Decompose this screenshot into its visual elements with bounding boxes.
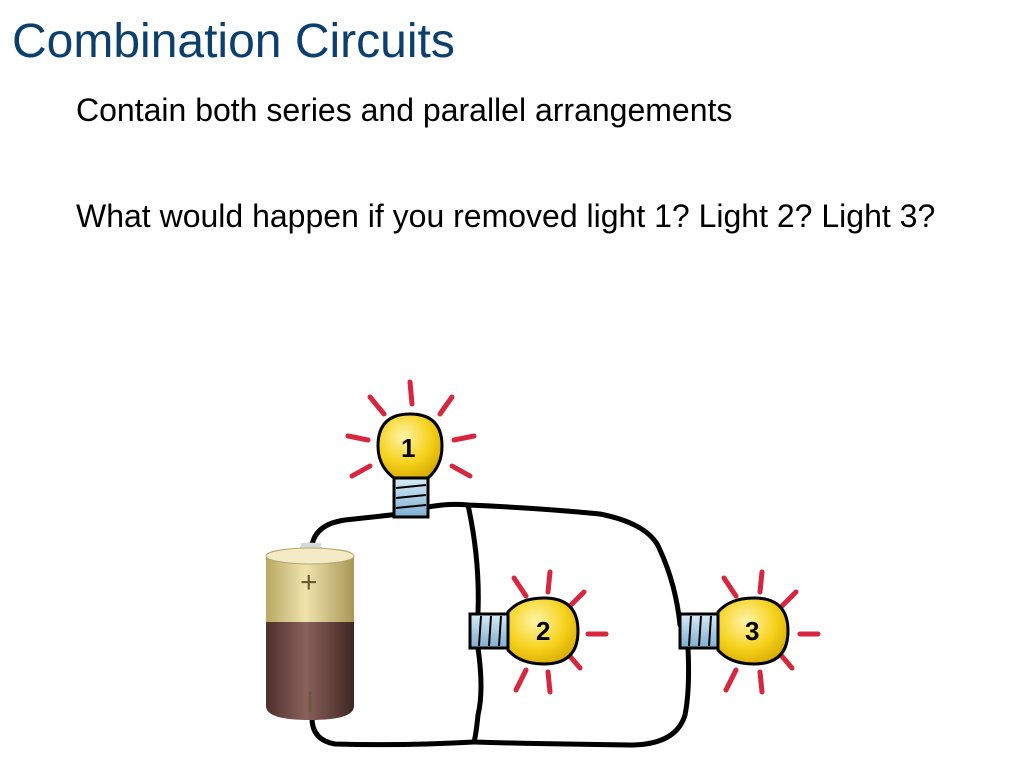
bulb-2-label: 2 [536,616,550,646]
wire-top [425,501,683,628]
circuit-wires [309,501,692,748]
wire-right-down [471,645,692,748]
wire-middle-down [471,645,484,745]
light-bulb-3: 3 [678,569,821,695]
wire-middle-branch [465,502,481,615]
slide-title: Combination Circuits [12,15,455,68]
bulb-3-label: 3 [745,616,759,646]
battery-negative-label: I [306,686,314,719]
battery: + I [265,542,355,720]
battery-positive-label: + [300,566,318,599]
light-bulb-2: 2 [468,569,609,695]
wire-bottom [309,715,477,748]
bullet-question: What would happen if you removed light 1… [76,198,936,234]
wire-battery-to-bulb1 [309,511,403,548]
light-bulb-1: 1 [345,379,477,519]
bulb-1-label: 1 [401,433,415,463]
bullet-series-parallel: Contain both series and parallel arrange… [76,92,733,128]
